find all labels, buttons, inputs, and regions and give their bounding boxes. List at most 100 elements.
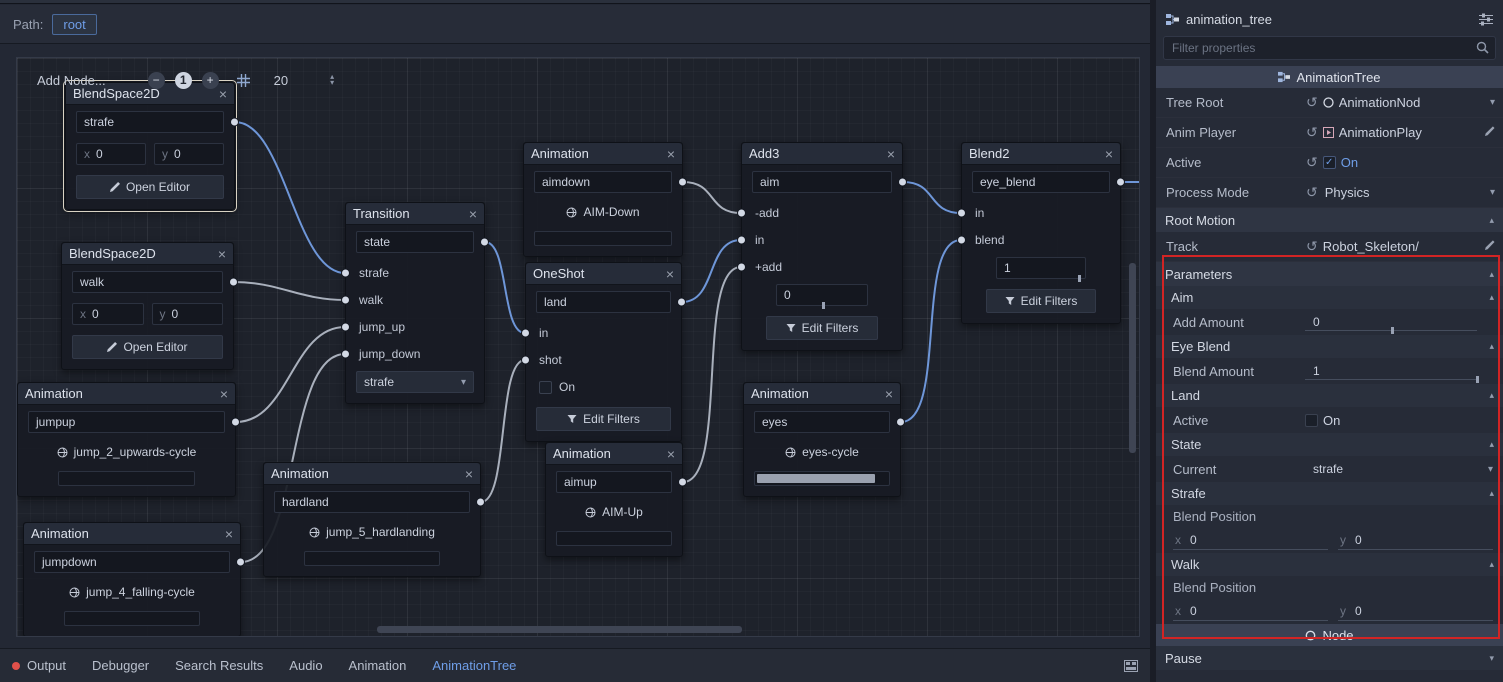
section-root-motion[interactable]: Root Motion ▴ xyxy=(1156,208,1503,232)
close-icon[interactable]: × xyxy=(665,265,674,282)
node-name-field[interactable]: state xyxy=(356,231,474,253)
node-name-field[interactable]: aim xyxy=(752,171,892,193)
collapse-icon[interactable]: ▴ xyxy=(1489,559,1494,569)
collapse-icon[interactable]: ▴ xyxy=(1489,341,1494,351)
graph-node-animation-jumpup[interactable]: Animation × jumpup jump_2_upwards-cycle xyxy=(17,382,240,497)
edit-filters-button[interactable]: Edit Filters xyxy=(986,289,1096,313)
tree-root-value[interactable]: AnimationNod xyxy=(1338,95,1421,110)
output-port[interactable] xyxy=(230,117,239,127)
chevron-down-icon[interactable]: ▾ xyxy=(1489,97,1495,108)
zoom-in-button[interactable]: + xyxy=(201,71,219,89)
output-port[interactable] xyxy=(476,497,485,507)
add-amount-field[interactable]: 0 xyxy=(776,284,868,309)
path-root-button[interactable]: root xyxy=(52,13,97,35)
input-port[interactable] xyxy=(737,208,746,218)
input-port[interactable] xyxy=(737,235,746,245)
revert-icon[interactable]: ↺ xyxy=(1306,94,1318,110)
revert-icon[interactable]: ↺ xyxy=(1306,124,1318,140)
node-name-field[interactable]: aimup xyxy=(556,471,672,493)
open-editor-button[interactable]: Open Editor xyxy=(76,175,224,199)
close-icon[interactable]: × xyxy=(886,145,895,162)
add-amount-slider[interactable]: 0 xyxy=(1305,312,1493,334)
collapse-icon[interactable]: ▴ xyxy=(1489,390,1494,400)
filter-properties-input[interactable] xyxy=(1163,36,1496,60)
spinner-arrows-icon[interactable]: ▴▾ xyxy=(330,72,335,87)
node-name-field[interactable]: hardland xyxy=(274,491,470,513)
assign-icon[interactable] xyxy=(1484,125,1495,140)
input-port[interactable] xyxy=(341,322,350,332)
horizontal-scrollbar-thumb[interactable] xyxy=(377,626,742,633)
output-port[interactable] xyxy=(678,477,687,487)
node-header[interactable]: Transition × xyxy=(346,203,484,225)
graph-node-blend2[interactable]: Blend2 × eye_blend in blend 1 Edit Filte… xyxy=(957,142,1125,324)
close-icon[interactable]: × xyxy=(224,525,233,542)
group-state[interactable]: State ▴ xyxy=(1156,433,1503,456)
section-parameters[interactable]: Parameters ▴ xyxy=(1156,262,1503,286)
node-name-field[interactable]: jumpup xyxy=(28,411,225,433)
snap-step-spinbox[interactable]: 20 ▴▾ xyxy=(274,73,334,88)
node-header[interactable]: Animation × xyxy=(264,463,480,485)
bottom-tab-animation[interactable]: Animation xyxy=(336,658,420,673)
blend-amount-slider[interactable]: 1 xyxy=(1305,361,1493,383)
edit-filters-button[interactable]: Edit Filters xyxy=(766,316,878,340)
bottom-tab-audio[interactable]: Audio xyxy=(276,658,335,673)
group-strafe[interactable]: Strafe ▴ xyxy=(1156,482,1503,505)
close-icon[interactable]: × xyxy=(468,205,477,222)
category-animationtree[interactable]: AnimationTree xyxy=(1156,66,1503,88)
revert-icon[interactable]: ↺ xyxy=(1306,184,1318,200)
close-icon[interactable]: × xyxy=(666,145,675,162)
close-icon[interactable]: × xyxy=(218,85,227,102)
section-pause[interactable]: Pause ▾ xyxy=(1156,646,1503,670)
graph-node-transition[interactable]: Transition × state strafe walk jump_up j… xyxy=(341,202,489,404)
node-header[interactable]: Animation × xyxy=(546,443,682,465)
collapse-icon[interactable]: ▴ xyxy=(1489,488,1494,498)
output-port[interactable] xyxy=(1116,177,1125,187)
animation-track-bar[interactable] xyxy=(304,551,440,566)
close-icon[interactable]: × xyxy=(1104,145,1113,162)
add-node-button[interactable]: Add Node... xyxy=(29,69,114,92)
slider-grabber[interactable] xyxy=(1391,327,1395,334)
graph-node-oneshot[interactable]: OneShot × land in shot On Edit Filters xyxy=(521,262,686,442)
collapse-icon[interactable]: ▾ xyxy=(1489,652,1494,663)
zoom-out-button[interactable]: − xyxy=(147,71,165,89)
node-header[interactable]: Animation × xyxy=(744,383,900,405)
output-port[interactable] xyxy=(677,297,686,307)
node-name-field[interactable]: walk xyxy=(72,271,223,293)
group-walk[interactable]: Walk ▴ xyxy=(1156,553,1503,576)
snap-grid-icon[interactable] xyxy=(236,73,250,87)
graph-node-animation-aimdown[interactable]: Animation × aimdown AIM-Down xyxy=(523,142,687,257)
group-land[interactable]: Land ▴ xyxy=(1156,384,1503,407)
output-port[interactable] xyxy=(231,417,240,427)
input-port[interactable] xyxy=(341,295,350,305)
node-name-field[interactable]: jumpdown xyxy=(34,551,230,573)
bottom-tab-search-results[interactable]: Search Results xyxy=(162,658,276,673)
collapse-icon[interactable]: ▴ xyxy=(1489,268,1494,279)
blend-amount-field[interactable]: 1 xyxy=(996,257,1086,282)
graph-node-animation-hardland[interactable]: Animation × hardland jump_5_hardlanding xyxy=(263,462,485,577)
graph-node-add3[interactable]: Add3 × aim -add in +add 0 Edit Filters xyxy=(737,142,907,351)
group-eye-blend[interactable]: Eye Blend ▴ xyxy=(1156,335,1503,358)
pane-divider[interactable] xyxy=(1150,0,1156,682)
graph-node-animation-aimup[interactable]: Animation × aimup AIM-Up xyxy=(545,442,687,557)
output-port[interactable] xyxy=(229,277,238,287)
collapse-icon[interactable]: ▴ xyxy=(1489,214,1494,225)
node-header[interactable]: Animation × xyxy=(18,383,235,405)
node-header[interactable]: Blend2 × xyxy=(962,143,1120,165)
graph-node-animation-jumpdown[interactable]: Animation × jumpdown jump_4_falling-cycl… xyxy=(23,522,245,636)
animation-track-bar[interactable] xyxy=(534,231,672,246)
active-checkbox[interactable]: ✓ xyxy=(1322,156,1336,169)
zoom-reset-button[interactable]: 1 xyxy=(174,71,192,89)
land-active-checkbox[interactable] xyxy=(1305,413,1318,427)
input-port[interactable] xyxy=(341,268,350,278)
close-icon[interactable]: × xyxy=(884,385,893,402)
vertical-scrollbar-thumb[interactable] xyxy=(1129,263,1136,453)
